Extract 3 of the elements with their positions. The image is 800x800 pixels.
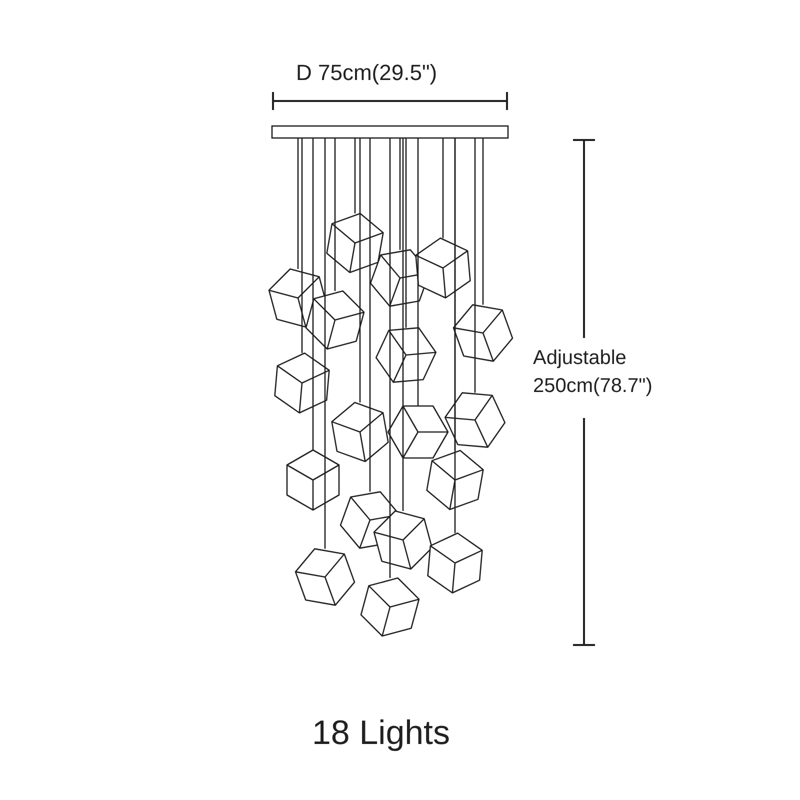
dimension-label: D 75cm(29.5"): [296, 60, 438, 86]
dimension-label: Adjustable 250cm(78.7"): [533, 346, 654, 399]
caption: 18 Lights: [312, 714, 450, 753]
